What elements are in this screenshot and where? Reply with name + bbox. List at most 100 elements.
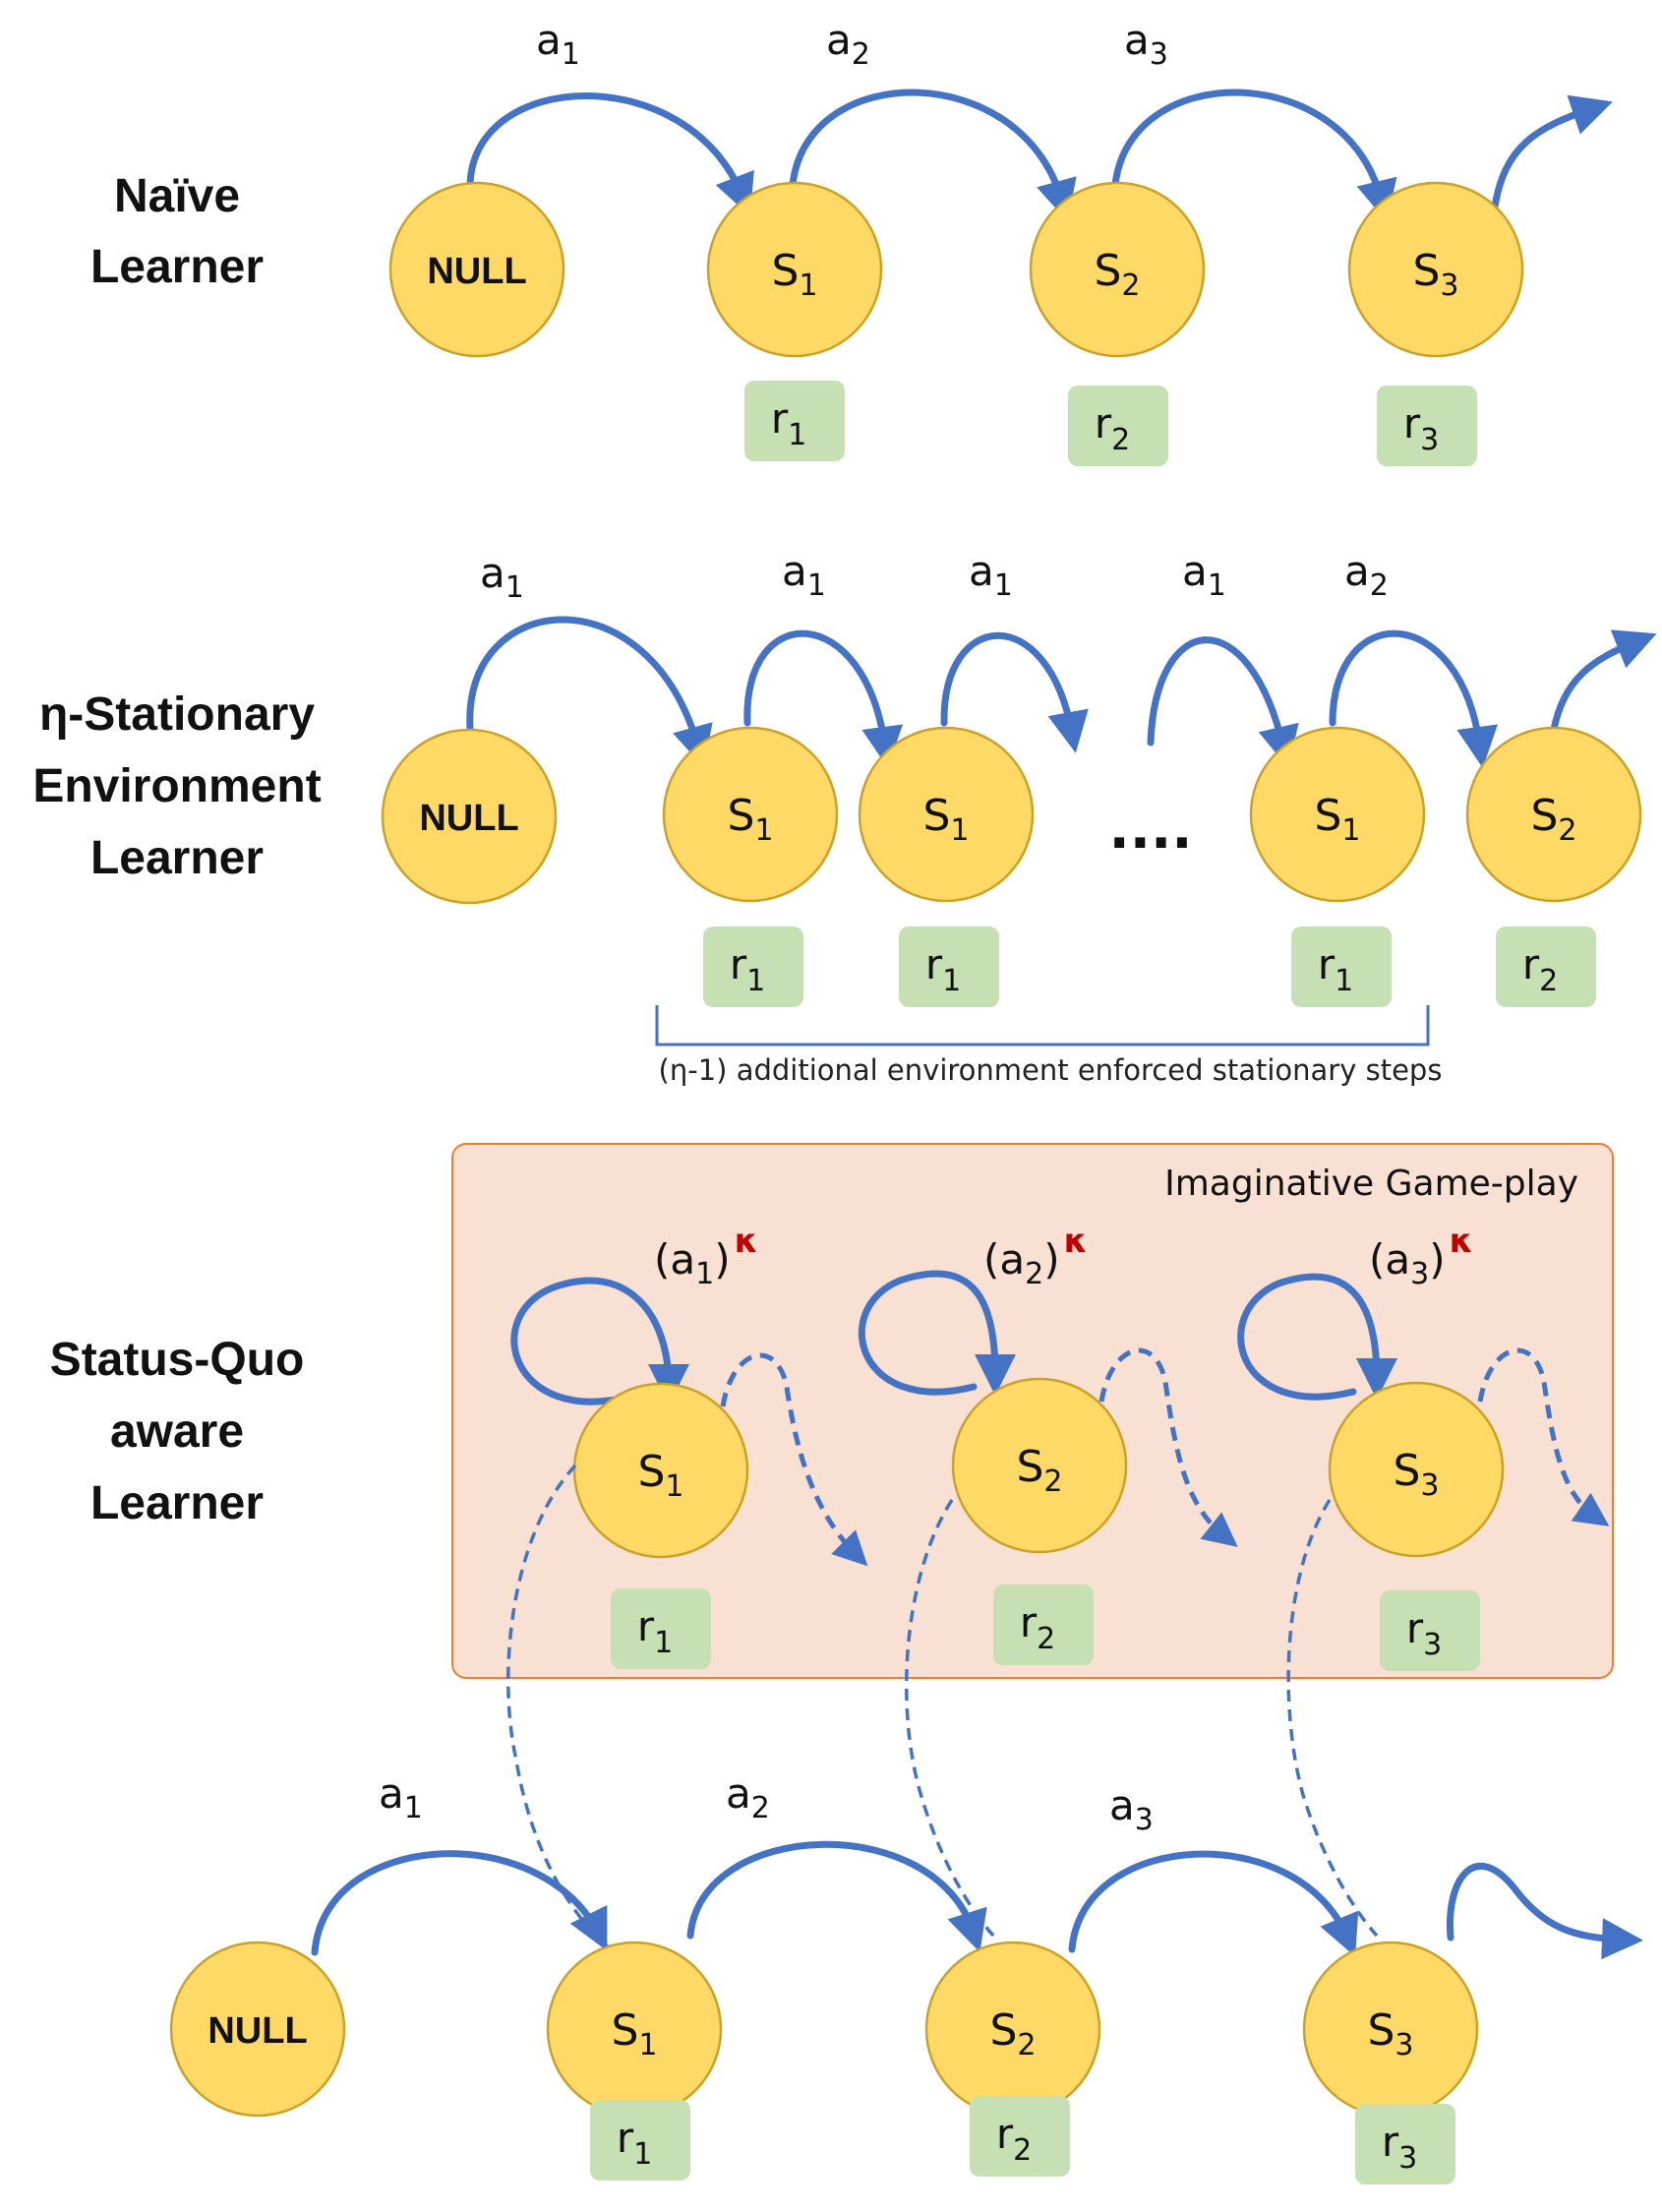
naive-node-s1: S1 (706, 181, 883, 358)
stationary-reward-2: r1 (899, 927, 999, 1007)
svg-text:S3: S3 (1393, 1446, 1439, 1503)
imagination-link-3 (1286, 1499, 1379, 1938)
status-quo-label-line-3: Learner (90, 1477, 264, 1529)
stationary-arrow-out (1550, 629, 1657, 734)
svg-text:r3: r3 (1382, 2118, 1417, 2176)
svg-text:NULL: NULL (208, 2010, 307, 2052)
naive-reward-2: r2 (1068, 386, 1168, 466)
status-quo-reward-1: r1 (590, 2100, 690, 2181)
imagination-node-s3: S3 (1328, 1381, 1505, 1558)
imagination-loop-3 (1237, 1273, 1397, 1401)
naive-arrow-1 (466, 92, 754, 216)
svg-text:NULL: NULL (419, 798, 518, 839)
stationary-ellipsis: .... (1108, 798, 1192, 862)
status-quo-arrow-3 (1068, 1850, 1359, 1957)
stationary-arrow-3 (940, 632, 1089, 753)
svg-text:r2: r2 (996, 2110, 1032, 2168)
status-quo-action-2: a2 (726, 1769, 770, 1825)
imagination-loop-1 (510, 1277, 689, 1405)
naive-action-1: a1 (536, 16, 580, 72)
status-quo-arrow-1 (311, 1850, 608, 1956)
imagination-action-3: (a3)κ (1369, 1222, 1473, 1291)
stationary-label-line-1: η-Stationary (39, 688, 315, 741)
svg-text:S3: S3 (1412, 246, 1458, 303)
naive-arrow-3 (1111, 89, 1397, 222)
imagination-loop-2 (858, 1270, 1016, 1396)
status-quo-row: Status-Quo aware Learner Imaginative Gam… (50, 1143, 1643, 2184)
status-quo-label-line-1: Status-Quo (50, 1334, 305, 1386)
stationary-action-4: a1 (1182, 547, 1226, 603)
stationary-label-line-3: Learner (90, 832, 264, 884)
imagination-action-2: (a2)κ (983, 1222, 1088, 1291)
naive-node-s3: S3 (1347, 181, 1524, 358)
svg-text:r2: r2 (1095, 399, 1130, 457)
imagination-title: Imaginative Game-play (1164, 1164, 1578, 1204)
svg-text:S1: S1 (637, 1447, 683, 1504)
stationary-node-s1-b: S1 (858, 726, 1035, 903)
status-quo-arrow-2 (686, 1840, 987, 1952)
imagination-node-s1: S1 (572, 1382, 749, 1559)
svg-text:S1: S1 (727, 791, 773, 848)
naive-row: Naïve Learner a1 a2 a3 NULL S1 S2 S3 (90, 16, 1613, 466)
svg-text:r3: r3 (1403, 399, 1439, 457)
svg-text:r3: r3 (1406, 1604, 1442, 1662)
svg-text:r1: r1 (925, 940, 961, 998)
imagination-reward-2: r2 (993, 1584, 1094, 1665)
naive-node-s2: S2 (1029, 181, 1206, 358)
naive-reward-3: r3 (1377, 386, 1477, 466)
imagination-node-s2: S2 (951, 1377, 1128, 1554)
svg-text:r2: r2 (1020, 1598, 1055, 1656)
stationary-reward-4: r2 (1496, 927, 1596, 1007)
stationary-action-2: a1 (782, 547, 826, 603)
stationary-node-s1-c: S1 (1249, 726, 1426, 903)
status-quo-action-1: a1 (379, 1769, 423, 1825)
status-quo-label-line-2: aware (110, 1405, 244, 1458)
stationary-arrow-4 (1147, 636, 1299, 768)
status-quo-node-s2: S2 (924, 1941, 1101, 2118)
status-quo-reward-3: r3 (1355, 2104, 1455, 2184)
imagination-reward-1: r1 (611, 1588, 711, 1669)
svg-text:r1: r1 (617, 2114, 652, 2172)
naive-reward-1: r1 (744, 381, 845, 461)
naive-node-null: NULL (388, 181, 565, 358)
stationary-row: η-Stationary Environment Learner a1 a1 a… (32, 547, 1657, 1087)
stationary-action-5: a2 (1344, 547, 1389, 603)
imagination-out-1 (720, 1352, 868, 1567)
svg-text:S1: S1 (1314, 791, 1360, 848)
svg-text:r1: r1 (1318, 940, 1353, 998)
stationary-node-s1-a: S1 (662, 726, 839, 903)
imagination-link-2 (905, 1499, 995, 1938)
imagination-reward-3: r3 (1380, 1590, 1480, 1671)
stationary-bracket-label: (η-1) additional environment enforced st… (659, 1053, 1443, 1087)
stationary-arrow-2 (743, 629, 904, 768)
svg-text:S2: S2 (1016, 1442, 1062, 1499)
stationary-arrow-1 (466, 616, 713, 768)
status-quo-node-null: NULL (169, 1941, 346, 2118)
naive-arrow-out (1491, 94, 1613, 210)
svg-text:r2: r2 (1522, 940, 1558, 998)
status-quo-action-3: a3 (1109, 1781, 1154, 1837)
naive-action-2: a2 (826, 16, 870, 72)
imagination-link-1 (506, 1464, 617, 1954)
naive-label-line-1: Naïve (114, 170, 240, 222)
naive-arrow-2 (789, 89, 1077, 222)
svg-text:NULL: NULL (427, 251, 526, 292)
status-quo-reward-2: r2 (970, 2096, 1070, 2177)
svg-text:S2: S2 (1094, 246, 1140, 303)
stationary-reward-1: r1 (703, 927, 803, 1007)
status-quo-node-s3: S3 (1302, 1941, 1479, 2118)
svg-text:r1: r1 (637, 1602, 673, 1660)
svg-text:S1: S1 (611, 2005, 657, 2063)
svg-text:S2: S2 (1530, 791, 1576, 848)
stationary-reward-3: r1 (1291, 927, 1392, 1007)
naive-action-3: a3 (1124, 16, 1168, 72)
stationary-arrow-5 (1329, 629, 1499, 768)
svg-text:r1: r1 (730, 940, 765, 998)
svg-text:S2: S2 (989, 2005, 1036, 2063)
stationary-node-s2: S2 (1465, 726, 1642, 903)
svg-text:S1: S1 (771, 246, 817, 303)
naive-label-line-2: Learner (90, 241, 264, 293)
status-quo-arrow-out (1446, 1863, 1643, 1960)
imagination-panel: Imaginative Game-play (a1)κ (a2)κ (a3)κ … (451, 1143, 1614, 1679)
